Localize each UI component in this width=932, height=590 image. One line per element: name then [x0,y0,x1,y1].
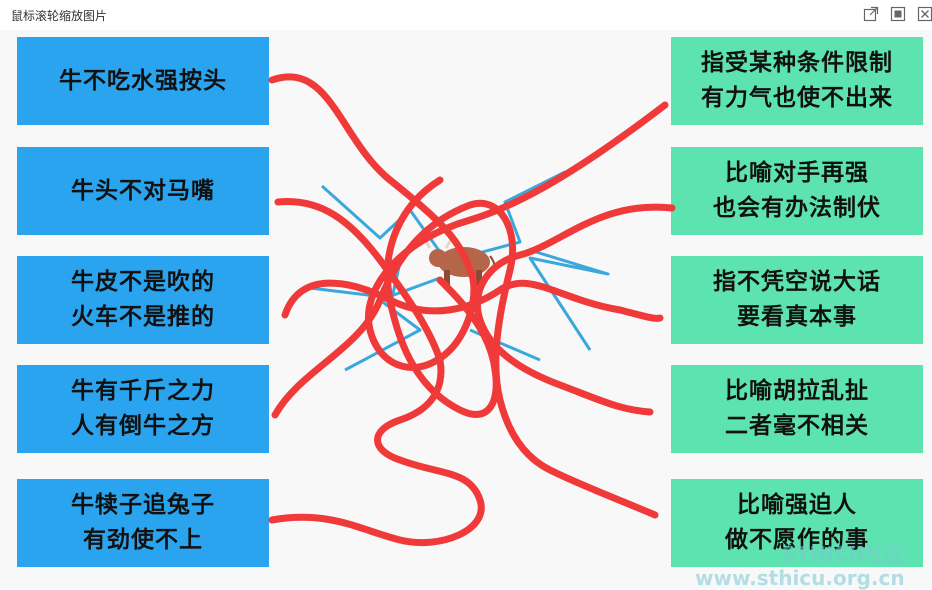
close-icon[interactable] [916,5,932,23]
left-box-3-line-1: 牛皮不是吹的 [71,269,215,295]
left-box-1[interactable]: 牛不吃水强按头 [17,37,269,125]
left-box-5-line-2: 有劲使不上 [83,527,203,553]
left-box-2[interactable]: 牛头不对马嘴 [17,147,269,235]
red-scribble [268,73,676,547]
left-box-3-line-2: 火车不是推的 [71,304,215,330]
right-box-3-line-1: 指不凭空说大话 [713,269,881,295]
lightning-line-2 [459,170,566,260]
window-title: 鼠标滚轮缩放图片 [11,9,108,23]
right-box-2-line-2: 也会有办法制伏 [713,195,881,221]
external-link-icon[interactable] [862,5,880,23]
right-box-4-line-1: 比喻胡拉乱扯 [725,378,869,404]
left-box-4[interactable]: 牛有千斤之力 人有倒牛之方 [17,365,269,453]
watermark-line-2: www.sthicu.org.cn [695,566,905,590]
right-box-3[interactable]: 指不凭空说大话 要看真本事 [671,256,923,344]
right-box-1-line-1: 指受某种条件限制 [701,50,893,76]
title-bar: 鼠标滚轮缩放图片 [0,0,932,30]
right-box-1[interactable]: 指受某种条件限制 有力气也使不出来 [671,37,923,125]
image-canvas[interactable]: 牛不吃水强按头 牛头不对马嘴 牛皮不是吹的 火车不是推的 牛有千斤之力 人有倒牛… [0,30,932,590]
maximize-icon[interactable] [889,5,907,23]
left-box-4-line-1: 牛有千斤之力 [71,378,215,404]
left-box-4-line-2: 人有倒牛之方 [71,413,215,439]
right-box-4-line-2: 二者毫不相关 [725,413,869,439]
right-box-2[interactable]: 比喻对手再强 也会有办法制伏 [671,147,923,235]
right-box-5-line-2: 做不愿作的事 [725,527,869,553]
watermark: STHICU社区 www.sthicu.org.cn [695,542,905,590]
left-box-2-line-1: 牛头不对马嘴 [71,177,215,204]
left-box-5-line-1: 牛犊子追兔子 [71,492,215,518]
right-box-2-line-1: 比喻对手再强 [725,160,869,186]
scribble-overlay [268,73,676,547]
right-box-5[interactable]: 比喻强迫人 做不愿作的事 [671,479,923,567]
left-box-3[interactable]: 牛皮不是吹的 火车不是推的 [17,256,269,344]
right-box-3-line-2: 要看真本事 [737,304,857,330]
right-box-5-line-1: 比喻强迫人 [737,492,857,518]
right-box-1-line-2: 有力气也使不出来 [701,85,893,111]
lightning-line-3 [528,250,610,351]
left-box-5[interactable]: 牛犊子追兔子 有劲使不上 [17,479,269,567]
left-box-1-line-1: 牛不吃水强按头 [59,67,227,94]
right-box-4[interactable]: 比喻胡拉乱扯 二者毫不相关 [671,365,923,453]
watermark-line-1: STHICU社区 [781,542,905,566]
